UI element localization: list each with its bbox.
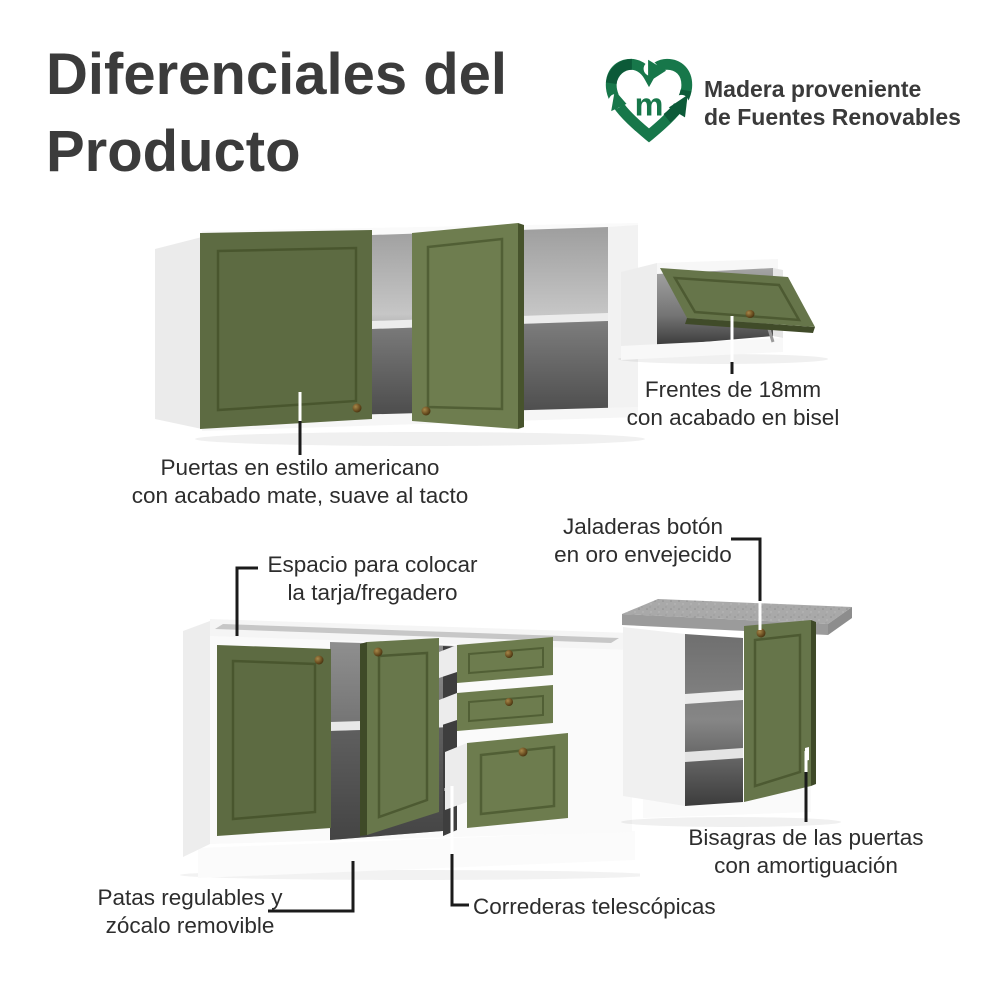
wall-cabinet-illustration <box>155 223 645 446</box>
callout-bisagras: Bisagras de las puertas con amortiguació… <box>688 825 924 878</box>
shelf <box>685 690 743 704</box>
badge-letter-m: m <box>635 87 664 123</box>
badge-text: Madera proveniente de Fuentes Renovables <box>704 76 961 130</box>
recycle-heart-m-icon: m <box>605 58 693 143</box>
wall-cabinet-right-door-open <box>412 223 524 429</box>
page-title-line1: Diferenciales del <box>46 42 507 107</box>
callout-correderas: Correderas telescópicas <box>473 894 716 919</box>
door-knob <box>373 647 383 657</box>
shelf <box>685 748 743 762</box>
renewable-wood-badge: m Madera proveniente de Fuentes Renovabl… <box>604 58 964 148</box>
callout-jaladeras: Jaladeras botón en oro envejecido <box>554 514 732 567</box>
callout-patas: Patas regulables y zócalo removible <box>97 885 283 938</box>
page-title-line2: Producto <box>46 119 301 184</box>
callout-frentes: Frentes de 18mm con acabado en bisel <box>626 377 840 430</box>
door-knob <box>421 406 431 416</box>
callout-espacio: Espacio para colocar la tarja/fregadero <box>267 552 478 605</box>
flip-up-door-open <box>660 268 815 333</box>
page-title: Diferenciales del Producto <box>46 36 507 190</box>
drawer-knob <box>505 650 513 658</box>
base-cabinet-door-open <box>744 620 816 802</box>
door-knob <box>352 403 362 413</box>
drawer-knob <box>505 698 513 706</box>
wall-cabinet-left-door <box>200 230 372 429</box>
countertop-base-cabinet-illustration <box>621 599 852 827</box>
drawer-top-open <box>439 637 553 683</box>
base-cabinet-middle-door-open <box>360 638 439 836</box>
drawer-knob <box>518 747 528 757</box>
door-knob <box>745 310 755 318</box>
sink-base-cabinet-illustration <box>180 619 640 880</box>
door-knob <box>756 628 766 638</box>
flip-up-cabinet-illustration <box>618 259 828 364</box>
door-knob <box>314 655 324 665</box>
drawer-middle-open <box>439 685 553 731</box>
base-cabinet-left-door <box>217 645 331 836</box>
soft-close-hinge <box>805 747 809 761</box>
callout-puertas: Puertas en estilo americano con acabado … <box>131 455 469 508</box>
gray-countertop <box>622 599 852 635</box>
